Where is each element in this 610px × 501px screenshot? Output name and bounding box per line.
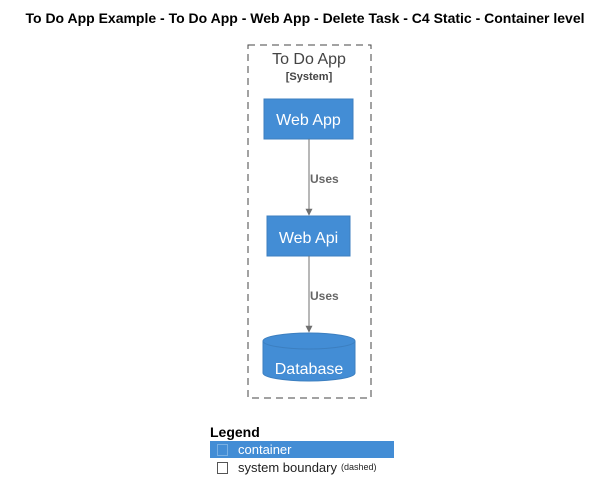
boundary-type: [System]: [286, 71, 333, 83]
legend-item-system-boundary: system boundary (dashed): [210, 459, 394, 476]
container-diagram: To Do App Example - To Do App - Web App …: [25, 10, 585, 399]
web-app-label: Web App: [276, 112, 341, 129]
container-database[interactable]: Database: [262, 332, 356, 382]
boundary-swatch-icon: [217, 461, 228, 474]
web-api-label: Web Api: [279, 230, 338, 247]
boundary-name: To Do App: [272, 51, 346, 68]
container-web-app[interactable]: Web App: [263, 98, 354, 140]
diagram-title: To Do App Example - To Do App - Web App …: [25, 10, 584, 26]
legend-item-label: container: [238, 442, 292, 457]
edge-label-uses-2: Uses: [310, 289, 339, 303]
legend: Legend container system boundary (dashed…: [210, 424, 394, 476]
container-web-api[interactable]: Web Api: [266, 215, 351, 257]
legend-item-note: (dashed): [341, 462, 377, 472]
system-boundary: [247, 44, 372, 399]
container-swatch-icon: [217, 443, 228, 456]
legend-item-container: container: [210, 441, 394, 458]
database-label: Database: [275, 361, 344, 378]
legend-title: Legend: [210, 424, 260, 440]
legend-item-label: system boundary: [238, 460, 337, 475]
edge-label-uses-1: Uses: [310, 172, 339, 186]
